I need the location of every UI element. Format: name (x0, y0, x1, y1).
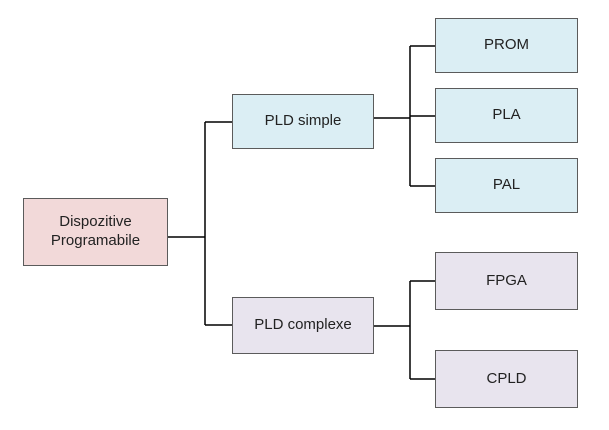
node-prom: PROM (435, 18, 578, 73)
connector-root (168, 121, 232, 326)
node-pal: PAL (435, 158, 578, 213)
node-cpld: CPLD (435, 350, 578, 408)
node-pld-simple: PLD simple (232, 94, 374, 149)
node-fpga: FPGA (435, 252, 578, 310)
node-dispozitive-programabile: Dispozitive Programabile (23, 198, 168, 266)
node-pla: PLA (435, 88, 578, 143)
connector-pld-complexe (374, 280, 435, 380)
connector-pld-simple (374, 45, 435, 187)
node-pld-complexe: PLD complexe (232, 297, 374, 354)
